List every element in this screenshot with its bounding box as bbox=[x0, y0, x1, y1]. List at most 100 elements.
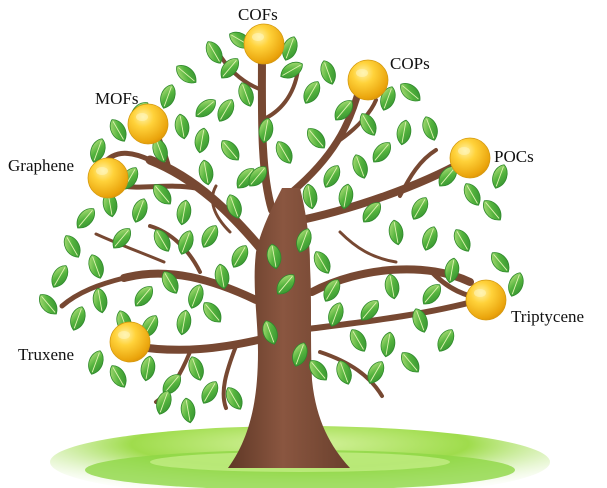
branch-15 bbox=[120, 269, 260, 304]
leaf-21 bbox=[372, 142, 391, 163]
fruit-truxene bbox=[109, 321, 151, 363]
fruit-graphene bbox=[87, 157, 129, 199]
leaf-23 bbox=[323, 165, 341, 188]
leaf-20 bbox=[396, 119, 412, 146]
leaf-44 bbox=[349, 329, 367, 352]
leaf-97 bbox=[292, 342, 308, 367]
leaf-77 bbox=[231, 245, 249, 268]
leaf-74 bbox=[161, 271, 179, 294]
fruit-cofs bbox=[243, 23, 285, 65]
tree-leaves bbox=[39, 31, 524, 424]
tree-trunk bbox=[228, 188, 350, 468]
leaf-41 bbox=[437, 329, 455, 352]
leaf-36 bbox=[444, 257, 460, 284]
leaf-5 bbox=[280, 61, 303, 79]
leaf-59 bbox=[153, 184, 172, 205]
leaf-86 bbox=[188, 356, 204, 381]
leaf-83 bbox=[109, 365, 127, 388]
leaf-72 bbox=[92, 287, 108, 314]
leaf-64 bbox=[198, 159, 214, 186]
branch-11 bbox=[398, 148, 438, 198]
leaf-14 bbox=[303, 81, 321, 104]
leaf-25 bbox=[338, 183, 354, 210]
label-truxene: Truxene bbox=[18, 345, 75, 364]
branch-21 bbox=[318, 350, 384, 398]
leaf-42 bbox=[384, 273, 400, 300]
leaf-48 bbox=[367, 361, 385, 384]
leaf-46 bbox=[380, 331, 396, 358]
leaf-28 bbox=[463, 183, 481, 206]
leaf-39 bbox=[422, 284, 441, 305]
branch-14 bbox=[297, 297, 483, 333]
leaf-19 bbox=[400, 83, 421, 102]
leaf-76 bbox=[214, 263, 230, 290]
fruit-triptycene bbox=[465, 279, 507, 321]
branch-24 bbox=[211, 184, 232, 234]
leaf-8 bbox=[176, 65, 197, 84]
leaf-34 bbox=[422, 226, 438, 251]
leaf-87 bbox=[201, 381, 219, 404]
leaf-26 bbox=[422, 116, 438, 141]
leaf-62 bbox=[226, 194, 242, 219]
leaf-65 bbox=[178, 230, 194, 255]
leaf-73 bbox=[134, 286, 153, 307]
leaf-57 bbox=[63, 235, 81, 258]
label-cofs: COFs bbox=[238, 5, 278, 24]
leaf-79 bbox=[176, 309, 192, 336]
leaf-60 bbox=[176, 199, 192, 226]
fruit-pocs bbox=[449, 137, 491, 179]
leaf-89 bbox=[156, 390, 172, 415]
fruit-mofs bbox=[127, 103, 169, 145]
label-triptycene: Triptycene bbox=[511, 307, 585, 326]
leaf-11 bbox=[195, 99, 216, 118]
leaf-92 bbox=[313, 251, 331, 274]
leaf-13 bbox=[221, 140, 240, 161]
tree-fruits bbox=[87, 23, 507, 363]
leaf-90 bbox=[180, 397, 196, 424]
leaf-33 bbox=[362, 202, 381, 223]
label-mofs: MOFs bbox=[95, 89, 139, 108]
leaf-96 bbox=[262, 320, 278, 345]
leaf-15 bbox=[320, 60, 336, 85]
leaf-30 bbox=[483, 200, 502, 221]
leaf-45 bbox=[328, 302, 344, 327]
leaf-78 bbox=[203, 302, 222, 323]
leaf-7 bbox=[217, 99, 235, 122]
leaf-101 bbox=[248, 166, 267, 187]
leaf-51 bbox=[109, 119, 127, 142]
leaf-40 bbox=[412, 308, 428, 333]
leaf-49 bbox=[336, 360, 352, 385]
leaf-53 bbox=[152, 138, 168, 163]
leaf-61 bbox=[201, 225, 219, 248]
branch-17 bbox=[148, 224, 202, 274]
leaf-75 bbox=[188, 284, 204, 309]
leaf-56 bbox=[76, 208, 95, 229]
branch-8 bbox=[288, 82, 364, 196]
leaf-93 bbox=[276, 274, 295, 295]
leaf-98 bbox=[309, 360, 328, 381]
leaf-99 bbox=[258, 117, 274, 144]
leaf-66 bbox=[153, 229, 171, 252]
leaf-9 bbox=[160, 84, 176, 109]
leaf-91 bbox=[296, 228, 312, 253]
leaf-27 bbox=[438, 166, 457, 187]
leaf-88 bbox=[225, 387, 243, 410]
branch-22 bbox=[94, 232, 166, 264]
leaf-16 bbox=[334, 100, 353, 121]
leaf-37 bbox=[491, 252, 510, 273]
leaf-35 bbox=[453, 229, 471, 252]
leaf-47 bbox=[401, 352, 420, 373]
branch-23 bbox=[338, 230, 398, 264]
leaf-6 bbox=[238, 82, 254, 107]
leaf-10 bbox=[174, 113, 190, 140]
leaf-68 bbox=[88, 254, 104, 279]
fruit-cops bbox=[347, 59, 389, 101]
leaf-82 bbox=[88, 350, 104, 375]
leaf-84 bbox=[140, 355, 156, 382]
label-cops: COPs bbox=[390, 54, 430, 73]
leaf-22 bbox=[352, 154, 368, 179]
label-pocs: POCs bbox=[494, 147, 534, 166]
leaf-17 bbox=[359, 113, 377, 136]
leaf-2 bbox=[220, 58, 239, 79]
